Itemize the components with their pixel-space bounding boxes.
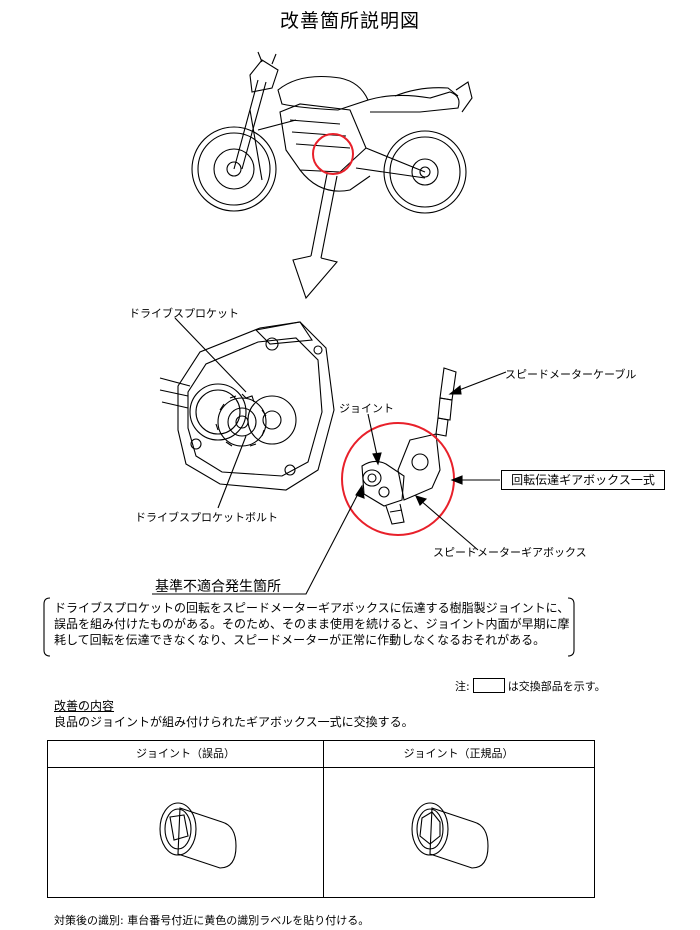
desc-bracket-right xyxy=(567,597,575,657)
joint-comparison-table: ジョイント（誤品） ジョイント（正規品） xyxy=(47,740,595,898)
col-header-right: ジョイント（正規品） xyxy=(323,741,594,768)
highlight-circle-gearbox xyxy=(341,422,455,536)
footer-identification: 対策後の識別: 車台番号付近に黄色の識別ラベルを貼り付ける。 xyxy=(54,914,370,927)
table-divider xyxy=(323,741,324,897)
note-prefix: 注: xyxy=(455,680,470,693)
label-joint: ジョイント xyxy=(339,402,394,415)
page-title: 改善箇所説明図 xyxy=(279,10,420,32)
col-header-wrong: ジョイント（誤品） xyxy=(48,741,323,768)
desc-bracket-left xyxy=(43,597,51,657)
improvement-body: 良品のジョイントが組み付けられたギアボックス一式に交換する。 xyxy=(54,715,414,729)
pointer-arrow xyxy=(292,173,338,300)
label-drive-sprocket-bolt: ドライブスプロケットボルト xyxy=(135,511,278,524)
highlight-circle-bike xyxy=(312,133,354,175)
joint-wrong-drawing xyxy=(159,802,237,869)
note-suffix: は交換部品を示す。 xyxy=(507,680,606,693)
nonconformity-label: 基準不適合発生箇所 xyxy=(155,579,281,595)
description-text: ドライブスプロケットの回転をスピードメーターギアボックスに伝達する樹脂製ジョイン… xyxy=(54,601,570,647)
replacement-box-sample xyxy=(472,678,505,693)
replacement-note: 注: は交換部品を示す。 xyxy=(455,678,606,694)
label-gearbox-assembly: 回転伝達ギアボックス一式 xyxy=(501,470,665,490)
gearbox-drawing xyxy=(361,367,457,525)
label-speedometer-cable: スピードメーターケーブル xyxy=(505,368,637,381)
nonconformity-leader xyxy=(152,489,361,595)
joint-right-drawing xyxy=(411,802,489,869)
label-drive-sprocket: ドライブスプロケット xyxy=(129,307,239,320)
improvement-heading: 改善の内容 xyxy=(54,699,115,713)
label-speedometer-gearbox: スピードメーターギアボックス xyxy=(433,546,587,559)
sprocket-drawing xyxy=(159,321,335,491)
motorcycle-drawing xyxy=(191,51,473,214)
